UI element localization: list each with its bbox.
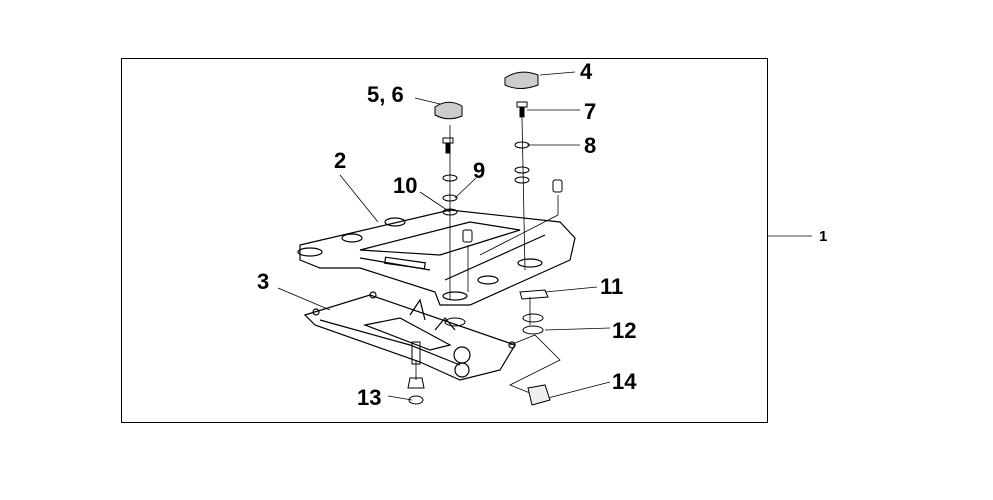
callout-10: 10 [393,173,418,198]
callout-13: 13 [357,385,382,410]
callout-14: 14 [612,369,637,394]
callout-1: 1 [819,228,828,245]
callout-9: 9 [473,158,486,183]
leader-lines [277,71,812,401]
fasteners [407,71,563,406]
callout-11: 11 [600,274,624,299]
base-plate [303,291,516,381]
callout-4: 4 [580,59,593,84]
diagram-frame [121,58,768,423]
top-rack-plate [297,209,576,306]
callout-7: 7 [584,99,597,124]
callout-2: 2 [334,148,347,173]
callout-8: 8 [584,133,597,158]
callout-5-6: 5, 6 [367,82,404,107]
callout-3: 3 [257,269,270,294]
callout-12: 12 [612,318,637,343]
